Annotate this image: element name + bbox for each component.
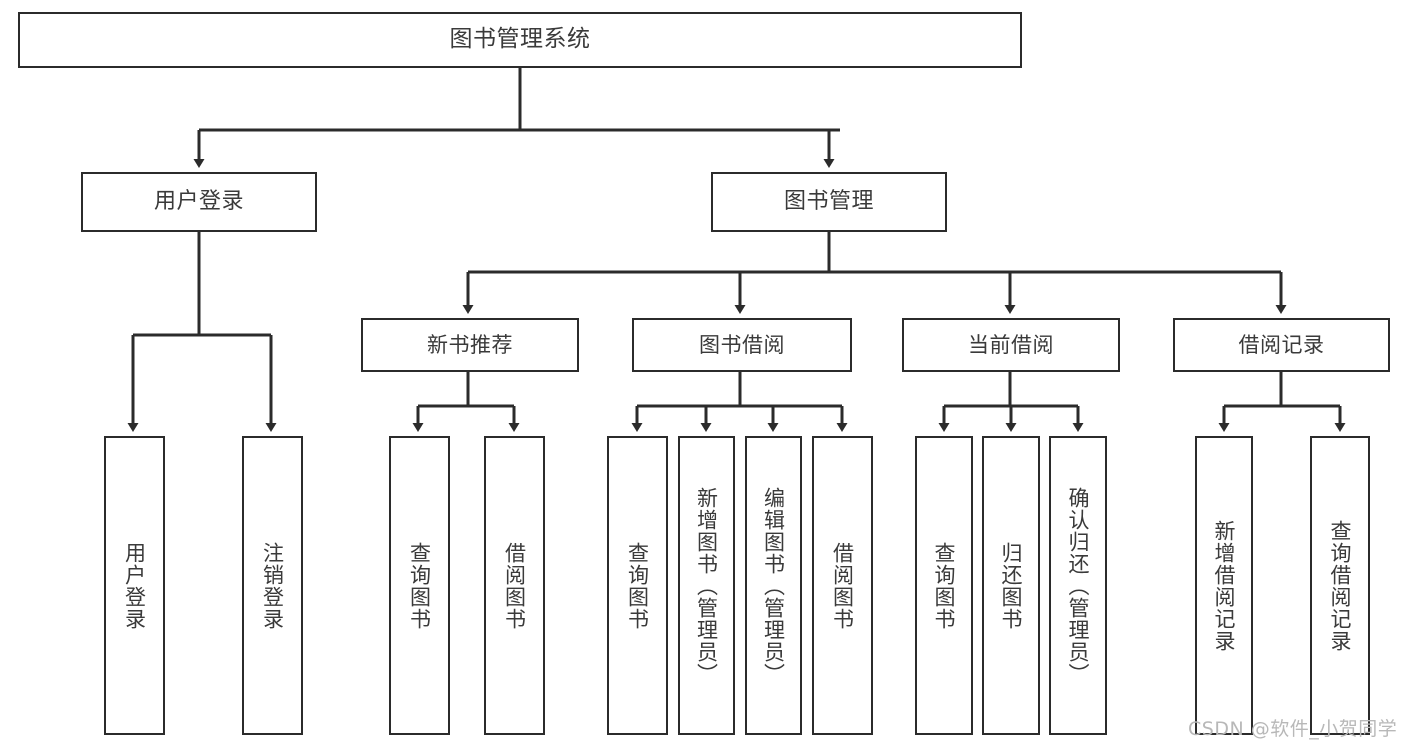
node-root-label: 图书管理系统 <box>449 26 591 53</box>
node-borrow-record-label: 借阅记录 <box>1238 332 1325 357</box>
leaf-add-borrow-record[interactable]: 新增借阅记录 <box>1195 436 1253 735</box>
leaf-query-book-borrow[interactable]: 查询图书 <box>607 436 668 735</box>
leaf-borrow-book-recommendation[interactable]: 借阅图书 <box>484 436 545 735</box>
node-root[interactable]: 图书管理系统 <box>18 12 1022 68</box>
leaf-add-borrow-record-label: 新增借阅记录 <box>1212 519 1237 652</box>
node-user-login-label: 用户登录 <box>153 189 244 215</box>
leaf-borrow-book[interactable]: 借阅图书 <box>812 436 873 735</box>
leaf-confirm-return-admin[interactable]: 确认归还（管理员） <box>1049 436 1107 735</box>
leaf-query-borrow-record[interactable]: 查询借阅记录 <box>1310 436 1370 735</box>
leaf-logout-label: 注销登录 <box>260 541 285 630</box>
leaf-user-login-label: 用户登录 <box>122 541 147 630</box>
node-new-book-recommendation[interactable]: 新书推荐 <box>361 318 579 372</box>
node-current-borrow[interactable]: 当前借阅 <box>902 318 1120 372</box>
leaf-query-book-borrow-label: 查询图书 <box>625 541 650 630</box>
node-book-management[interactable]: 图书管理 <box>711 172 947 232</box>
leaf-query-book-current-label: 查询图书 <box>932 541 957 630</box>
leaf-add-book-admin-label: 新增图书（管理员） <box>694 486 719 685</box>
leaf-query-book-recommendation[interactable]: 查询图书 <box>389 436 450 735</box>
leaf-return-book[interactable]: 归还图书 <box>982 436 1040 735</box>
leaf-logout[interactable]: 注销登录 <box>242 436 303 735</box>
leaf-query-book-recommendation-label: 查询图书 <box>407 541 432 630</box>
watermark: CSDN @软件_小贺同学 <box>1188 718 1398 740</box>
node-user-login[interactable]: 用户登录 <box>81 172 317 232</box>
leaf-edit-book-admin[interactable]: 编辑图书（管理员） <box>745 436 802 735</box>
node-book-borrow[interactable]: 图书借阅 <box>632 318 852 372</box>
leaf-confirm-return-admin-label: 确认归还（管理员） <box>1066 486 1091 685</box>
node-book-management-label: 图书管理 <box>783 189 874 215</box>
leaf-query-borrow-record-label: 查询借阅记录 <box>1328 519 1353 652</box>
node-new-book-recommendation-label: 新书推荐 <box>427 332 513 357</box>
leaf-user-login[interactable]: 用户登录 <box>104 436 165 735</box>
node-book-borrow-label: 图书借阅 <box>699 332 785 357</box>
leaf-return-book-label: 归还图书 <box>999 541 1024 630</box>
leaf-borrow-book-label: 借阅图书 <box>830 541 855 630</box>
leaf-edit-book-admin-label: 编辑图书（管理员） <box>761 486 786 685</box>
node-current-borrow-label: 当前借阅 <box>968 332 1054 357</box>
node-borrow-record[interactable]: 借阅记录 <box>1173 318 1390 372</box>
leaf-query-book-current[interactable]: 查询图书 <box>915 436 973 735</box>
leaf-add-book-admin[interactable]: 新增图书（管理员） <box>678 436 735 735</box>
leaf-borrow-book-recommendation-label: 借阅图书 <box>502 541 527 630</box>
